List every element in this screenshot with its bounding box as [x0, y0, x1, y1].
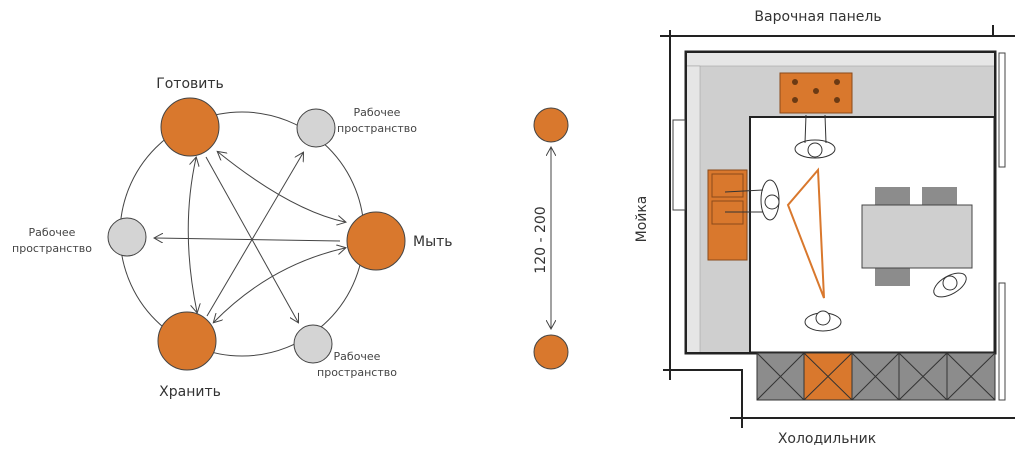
wash-node	[346, 211, 406, 271]
store-node	[157, 311, 217, 371]
sink	[707, 169, 748, 261]
work-triangle	[786, 167, 825, 299]
fridge-label: Холодильник	[778, 431, 876, 447]
point-node	[533, 334, 569, 370]
burner-icons	[792, 79, 840, 103]
workspace-label-line1: Рабочее	[334, 350, 381, 363]
distance-indicator: 120 - 200	[533, 107, 569, 370]
person-icons	[724, 114, 967, 332]
cycle-ring	[119, 111, 365, 357]
arrow-cook-wash	[218, 152, 345, 222]
point-node	[533, 107, 569, 143]
cabinets-bottom	[756, 352, 996, 401]
workspace-label-line2: пространство	[317, 366, 397, 379]
wash-label: Мыть	[413, 234, 453, 250]
arrow-store-to-workspace	[206, 153, 303, 317]
distance-label: 120 - 200	[533, 206, 549, 273]
workspace-node	[107, 217, 147, 257]
hob-label: Варочная панель	[754, 9, 881, 25]
work-cycle-diagram: Готовить Мыть Хранить Рабочее пространст…	[12, 76, 453, 400]
upper-cabinets-top	[685, 51, 996, 67]
workspace-label-line1: Рабочее	[354, 106, 401, 119]
workspace-node	[293, 324, 333, 364]
windows	[672, 52, 1006, 401]
dining-table	[861, 187, 973, 286]
workspace-label-line1: Рабочее	[29, 226, 76, 239]
workspace-node	[296, 108, 336, 148]
arrow-cook-store	[187, 158, 197, 312]
arrow-wash-to-workspace	[155, 238, 341, 241]
arrow-store-wash	[214, 248, 345, 322]
workspace-label-line2: пространство	[12, 242, 92, 255]
sink-label: Мойка	[634, 196, 650, 243]
walls	[660, 25, 1015, 428]
arrow-cook-to-workspace	[205, 156, 298, 322]
store-label: Хранить	[159, 384, 221, 400]
kitchen-floor-plan: Варочная панель Мойка Холодильник	[634, 9, 1015, 447]
workspace-label-line2: пространство	[337, 122, 417, 135]
upper-cabinets-left	[685, 65, 701, 354]
cook-node	[160, 97, 220, 157]
cook-label: Готовить	[156, 76, 224, 92]
